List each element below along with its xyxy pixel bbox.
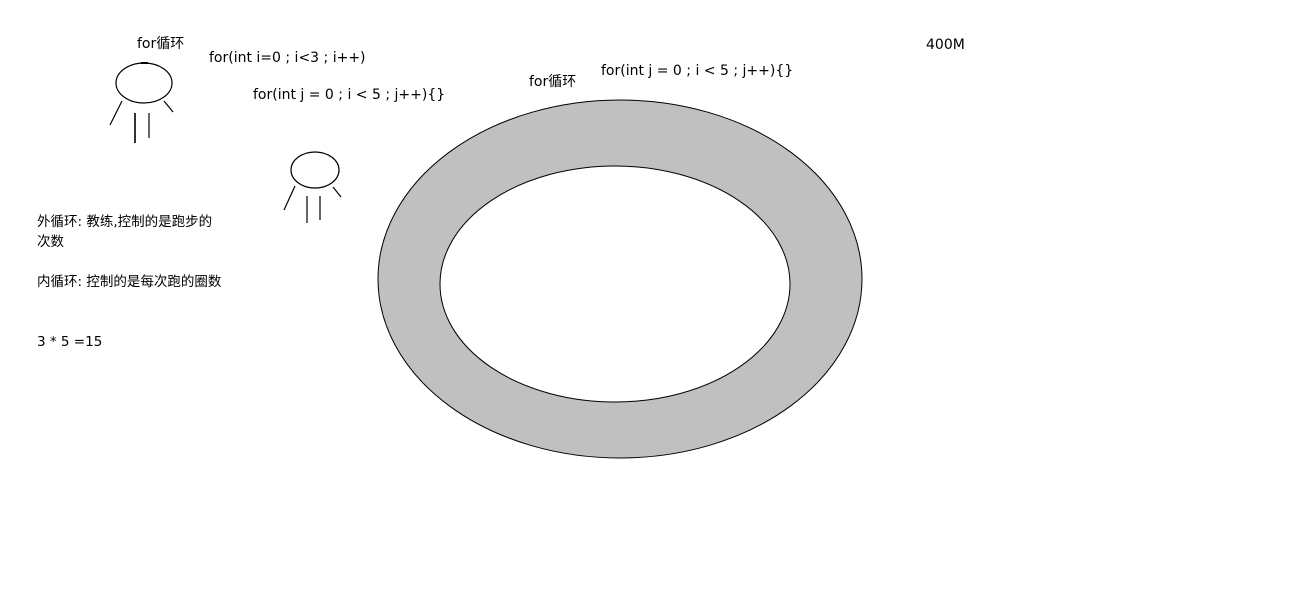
track-for-title: for循环 [529,74,577,90]
runner-head [290,151,340,189]
runner-right-arm [332,186,342,198]
track-infield [439,165,791,403]
inner-loop-code-track: for(int j = 0 ; i < 5 ; j++){} [601,63,794,79]
runner-left-arm [283,185,296,211]
outer-loop-code: for(int i=0 ; i<3 ; i++) [209,50,366,66]
formula: 3 * 5 =15 [37,334,103,350]
distance-label: 400M [926,37,965,53]
runner-figure-icon [283,151,342,223]
running-track [377,99,863,459]
coach-head [115,62,173,104]
coach-figure-icon [109,62,174,143]
outer-for-title: for循环 [137,36,185,52]
inner-loop-note: 内循环: 控制的是每次跑的圈数 [37,274,222,290]
inner-loop-code-left: for(int j = 0 ; i < 5 ; j++){} [253,87,446,103]
outer-loop-note: 外循环: 教练,控制的是跑步的次数 [37,214,213,250]
coach-left-arm [109,100,123,126]
coach-right-arm [163,100,174,113]
